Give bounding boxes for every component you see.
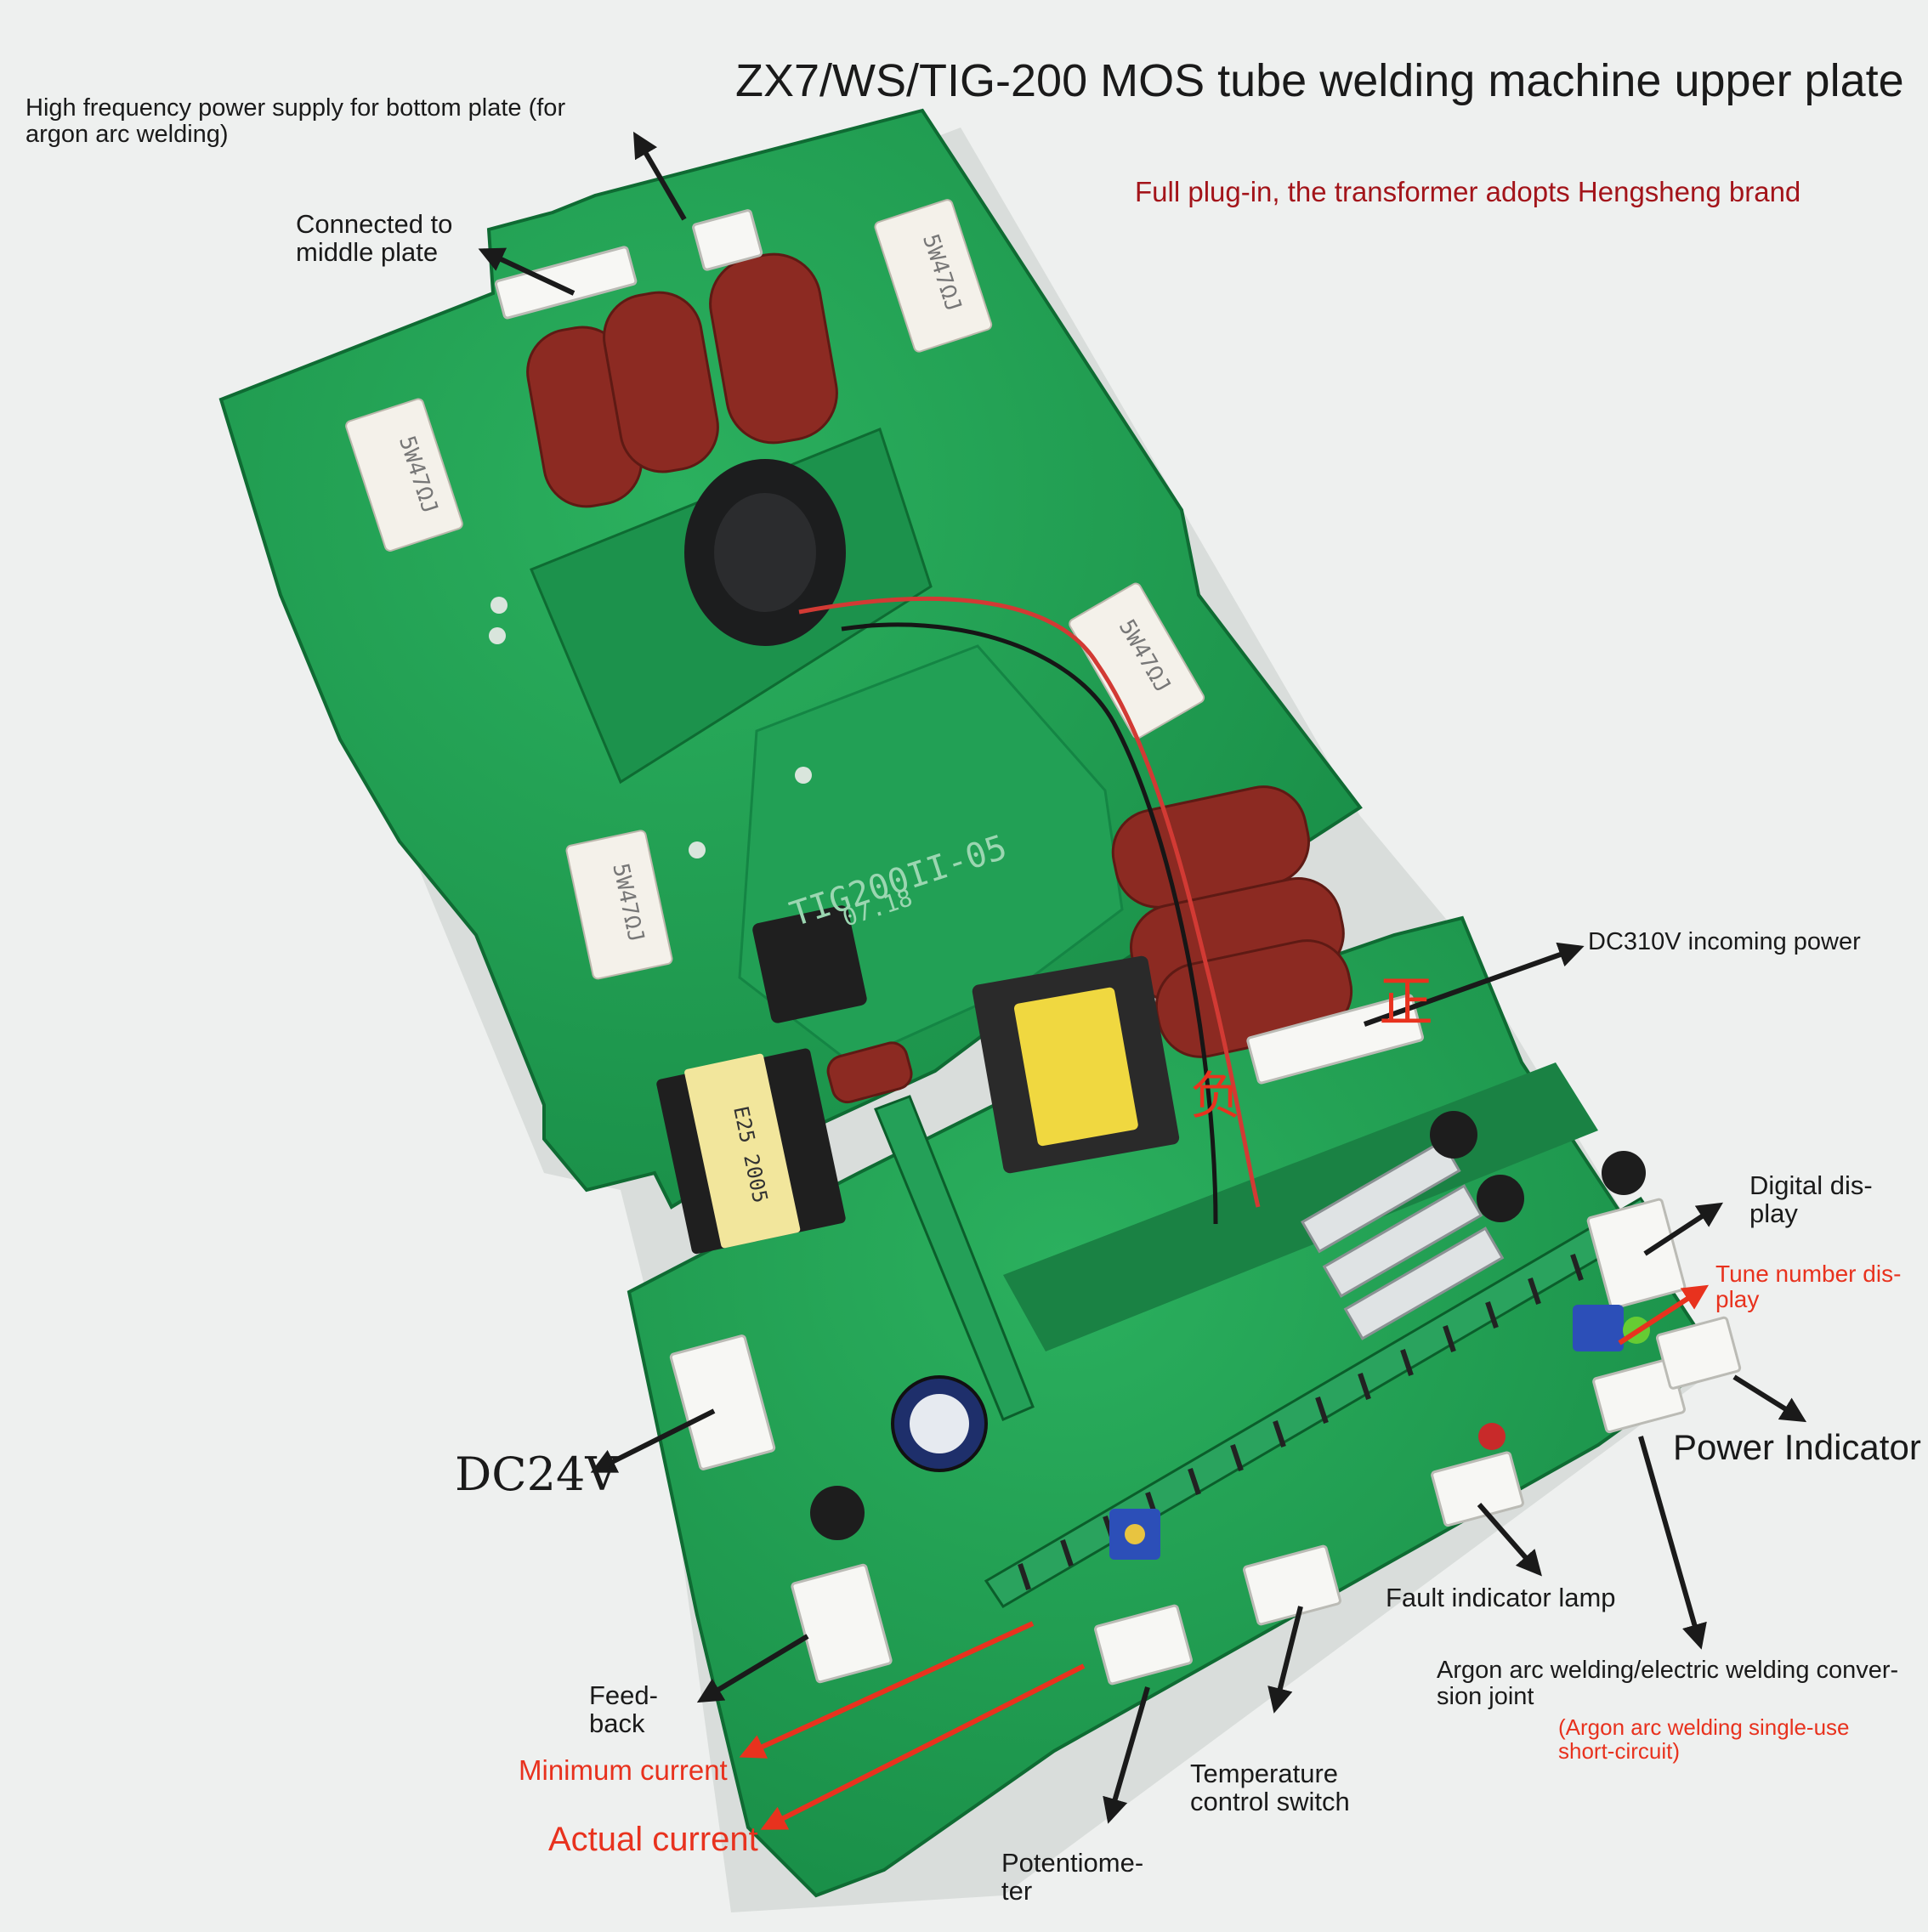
toroid-transformer xyxy=(684,459,846,646)
power-resistors: 5W47ΩJ 5W47ΩJ 5W47ΩJ 5W47ΩJ xyxy=(345,199,1205,980)
label-hf-power: High frequency power supply for bottom p… xyxy=(26,94,566,149)
label-actual-current: Actual current xyxy=(548,1821,758,1858)
label-conversion-joint: Argon arc welding/electric welding conve… xyxy=(1437,1657,1899,1711)
label-power-indicator: Power Indicator xyxy=(1673,1427,1921,1467)
fault-led xyxy=(1478,1423,1506,1450)
potentiometers xyxy=(1109,1305,1624,1560)
label-fault-lamp: Fault indicator lamp xyxy=(1386,1583,1616,1612)
label-positive: 正 xyxy=(1379,972,1433,1033)
wires xyxy=(798,596,1261,1225)
label-feedback: Feed-back xyxy=(589,1680,658,1739)
label-negative: 负 xyxy=(1190,1068,1241,1125)
label-digital-display: Digital dis-play xyxy=(1749,1170,1873,1229)
annotation-arrows xyxy=(478,131,1807,1830)
label-tune-display: Tune number dis-play xyxy=(1715,1261,1902,1313)
label-middle-plate: Connected to middle plate xyxy=(296,209,453,268)
label-conversion-note: (Argon arc welding single-use short-circ… xyxy=(1558,1714,1850,1765)
label-temp-switch: Temperature control switch xyxy=(1190,1759,1350,1817)
page-title: ZX7/WS/TIG-200 MOS tube welding machine … xyxy=(735,55,1904,106)
label-min-current: Minimum current xyxy=(519,1754,728,1786)
aux-transformer: E25 2005 xyxy=(656,1048,846,1255)
subtitle: Full plug-in, the transformer adopts Hen… xyxy=(1135,176,1801,207)
heatsink xyxy=(1301,1139,1505,1340)
label-dc310v: DC310V incoming power xyxy=(1588,928,1861,955)
label-dc24v: DC24V xyxy=(455,1448,619,1501)
main-transformer xyxy=(972,955,1180,1174)
label-potentiometer: Potentiome-ter xyxy=(1001,1848,1144,1907)
electrolytic-capacitors xyxy=(810,1111,1646,1540)
power-transistor xyxy=(752,905,867,1023)
